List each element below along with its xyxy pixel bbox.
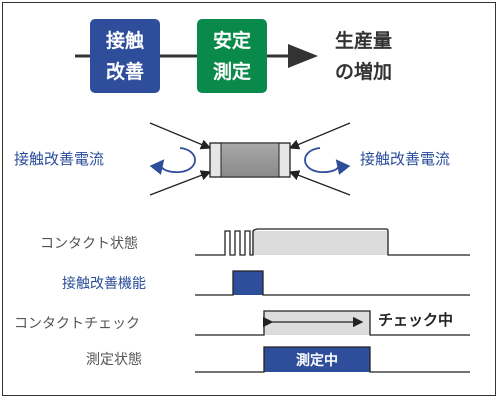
contact-improve-line2: 改善 (106, 60, 144, 83)
probe-line-bottom-right (288, 170, 351, 196)
contact-state-signal (195, 228, 470, 256)
contact-improve-signal (195, 270, 470, 296)
flow-arrow-head (288, 44, 318, 68)
result-line1: 生産量 (335, 29, 392, 52)
probe-line-bottom-left (149, 170, 212, 196)
contact-improve-pulse (233, 271, 263, 295)
measure-state-signal (195, 346, 470, 373)
result-line2: の増加 (335, 60, 392, 83)
right-current-swirl (304, 147, 351, 175)
right-current-label: 接触改善電流 (360, 150, 450, 168)
row-label-measure-state: 測定状態 (86, 352, 142, 368)
contact-improve-box (90, 19, 160, 93)
timing-chart: コンタクト状態 接触改善機能 コンタクトチェック チェック中 測定状態 測定中 (14, 228, 470, 373)
process-flow: 接触 改善 安定 測定 生産量 の増加 (75, 19, 392, 93)
contact-check-signal (195, 310, 470, 336)
frame-border (2, 2, 496, 396)
stable-measure-box (197, 19, 267, 93)
row-label-contact-state: コンタクト状態 (40, 236, 138, 252)
stable-measure-line1: 安定 (213, 29, 251, 52)
measuring-label: 測定中 (296, 352, 338, 369)
probe-line-top-left (149, 122, 212, 150)
contact-improve-line1: 接触 (106, 29, 144, 52)
chip-core (220, 142, 280, 178)
left-current-label: 接触改善電流 (14, 150, 104, 168)
measure-pulse (264, 347, 370, 372)
row-label-contact-improve: 接触改善機能 (62, 275, 146, 292)
left-current-swirl (149, 147, 196, 175)
chip-illustration: 接触改善電流 接触改善電流 (14, 122, 450, 196)
row-label-contact-check: コンタクトチェック (14, 316, 140, 332)
probe-line-top-right (288, 122, 351, 150)
check-in-progress-label: チェック中 (378, 311, 453, 329)
stable-measure-line2: 測定 (213, 60, 251, 83)
